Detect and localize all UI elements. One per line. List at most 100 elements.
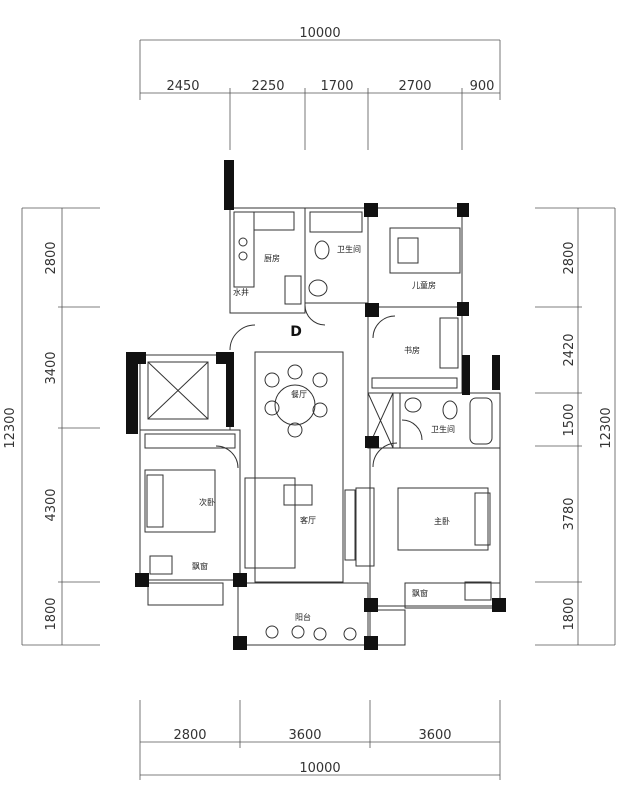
top-segment-label: 2450 [166,79,199,94]
dining-chair [287,364,303,380]
sofa [244,477,296,569]
room-label-dining: 餐厅 [291,390,307,399]
room-label-study: 书房 [404,345,420,355]
wall-column [226,352,234,427]
tv-cabinet [344,489,356,561]
plant [313,627,327,641]
door-swing [215,445,239,469]
wall-column [364,598,378,612]
dining-chair [264,400,280,416]
right-segment-label: 3780 [562,497,577,530]
top-segment-label: 2700 [398,79,431,94]
master-bedroom-outline [369,447,501,607]
room-label-living-room: 客厅 [300,515,316,525]
plant-pot [464,581,492,601]
wall-column [365,436,379,448]
duct-outline [367,392,394,449]
dining-chair [287,422,303,438]
left-total-label: 12300 [3,407,18,448]
study-desk [439,317,459,369]
washbasin [308,279,328,297]
room-label-bathroom-top: 卫生间 [337,244,361,254]
stove-burner [238,237,248,247]
balcony-side-outline [369,609,406,646]
wall-column [364,203,378,217]
toilet [442,400,458,420]
top-total-label: 10000 [299,26,340,41]
balcony-outline [237,582,369,646]
dining-chair [264,372,280,388]
bathtub [469,397,493,445]
room-label-bay-window-right: 飘窗 [412,588,428,598]
wall-column [492,598,506,612]
bay-window-right-outline [404,582,501,609]
wall-column [126,352,138,434]
left-segment-label: 1800 [44,597,59,630]
wall-column [135,573,149,587]
wall-column [462,355,470,395]
master-bed [397,487,489,551]
master-pillow [474,492,491,546]
study-shelf [371,377,458,389]
room-label-water-well: 水井 [233,287,249,297]
kitchen-sink [253,211,295,231]
top-segment-label: 1700 [320,79,353,94]
bay-window-left-outline [147,582,224,606]
top-segment-label: 900 [470,79,495,94]
plant [265,625,279,639]
toilet [314,240,330,260]
bottom-segment-label: 2800 [173,728,206,743]
wardrobe [355,487,375,567]
right-segment-label: 2800 [562,241,577,274]
wall-columns [126,160,506,650]
room-label-balcony: 阳台 [295,612,311,622]
wall-column [492,355,500,390]
bottom-total-label: 10000 [299,761,340,776]
wall-column [457,203,469,217]
coffee-table [283,484,313,506]
wall-column [233,636,247,650]
plant [291,625,305,639]
room-label-kitchen: 厨房 [264,253,280,263]
room-label-bathroom-mid: 卫生间 [431,424,455,434]
second-bed [144,469,216,533]
bottom-dimension-group: 2800 3600 3600 10000 [139,700,501,780]
kitchen-counter [233,211,255,288]
wall-column [233,573,247,587]
stove-burner [238,251,248,261]
kids-room-outline [367,207,463,308]
right-dimension-group: 12300 2800 2420 1500 3780 1800 [535,207,616,646]
door-swing [372,315,396,339]
left-segment-label: 2800 [44,241,59,274]
kids-bed [389,227,461,274]
wall-column [364,636,378,650]
right-total-label: 12300 [599,407,614,448]
door-swing [229,324,256,351]
furniture [144,211,493,641]
bathroom-counter [309,211,363,233]
bottom-segment-label: 3600 [418,728,451,743]
door-swing [304,304,326,326]
right-segment-label: 1800 [562,597,577,630]
left-dimension-group: 12300 2800 3400 4300 1800 [3,207,100,646]
wall-column [365,303,379,317]
room-label-master-bedroom: 主卧 [434,516,450,526]
second-pillow [146,474,164,528]
room-label-bay-window-left: 飘窗 [192,561,208,571]
dining-chair [312,402,328,418]
room-label-kids-room: 儿童房 [412,280,436,290]
room-label-second-bedroom: 次卧 [199,497,215,507]
plant [343,627,357,641]
right-segment-label: 2420 [562,333,577,366]
wall-column [224,160,234,210]
doors [215,304,423,469]
left-segment-label: 4300 [44,488,59,521]
fridge [284,275,302,305]
left-segment-label: 3400 [44,351,59,384]
washbasin [404,397,422,413]
kids-pillow [397,237,419,264]
dining-chair [312,372,328,388]
second-wardrobe [144,433,236,449]
door-swing [401,419,423,441]
